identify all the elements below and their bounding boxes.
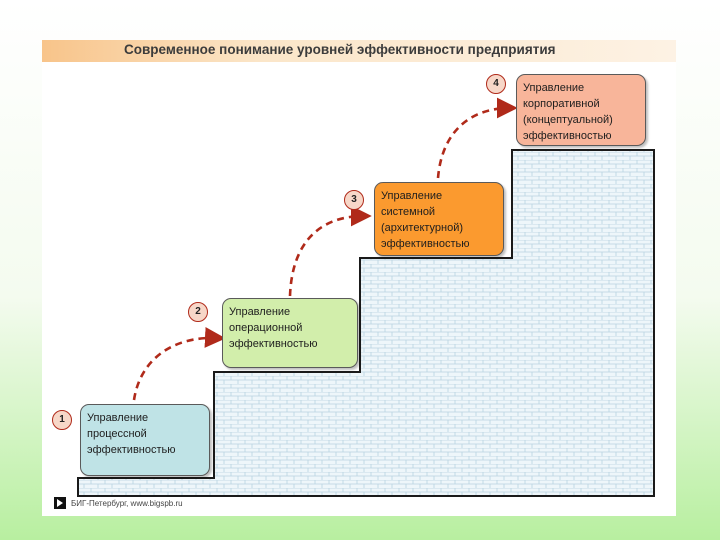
level-1-badge: 1 — [52, 410, 72, 430]
level-3-badge: 3 — [344, 190, 364, 210]
staircase — [77, 149, 655, 497]
arrow-1-to-2 — [132, 327, 226, 401]
staircase-diagram — [77, 97, 655, 497]
footer: БИГ-Петербург, www.bigspb.ru — [54, 497, 183, 509]
footer-text: БИГ-Петербург, www.bigspb.ru — [71, 498, 183, 508]
arrow-2-to-3 — [288, 205, 372, 297]
slide: Современное понимание уровней эффективно… — [42, 40, 676, 516]
level-4-badge: 4 — [486, 74, 506, 94]
level-3-box: Управление системной (архитектурной) эфф… — [374, 182, 504, 256]
level-1-box: Управление процессной эффективностью — [80, 404, 210, 476]
level-2-badge: 2 — [188, 302, 208, 322]
title-bar: Современное понимание уровней эффективно… — [42, 40, 676, 62]
slide-title: Современное понимание уровней эффективно… — [124, 42, 556, 57]
level-2-box: Управление операционной эффективностью — [222, 298, 358, 368]
level-4-box: Управление корпоративной (концептуальной… — [516, 74, 646, 146]
arrow-3-to-4 — [436, 97, 518, 179]
logo-icon — [54, 497, 66, 509]
